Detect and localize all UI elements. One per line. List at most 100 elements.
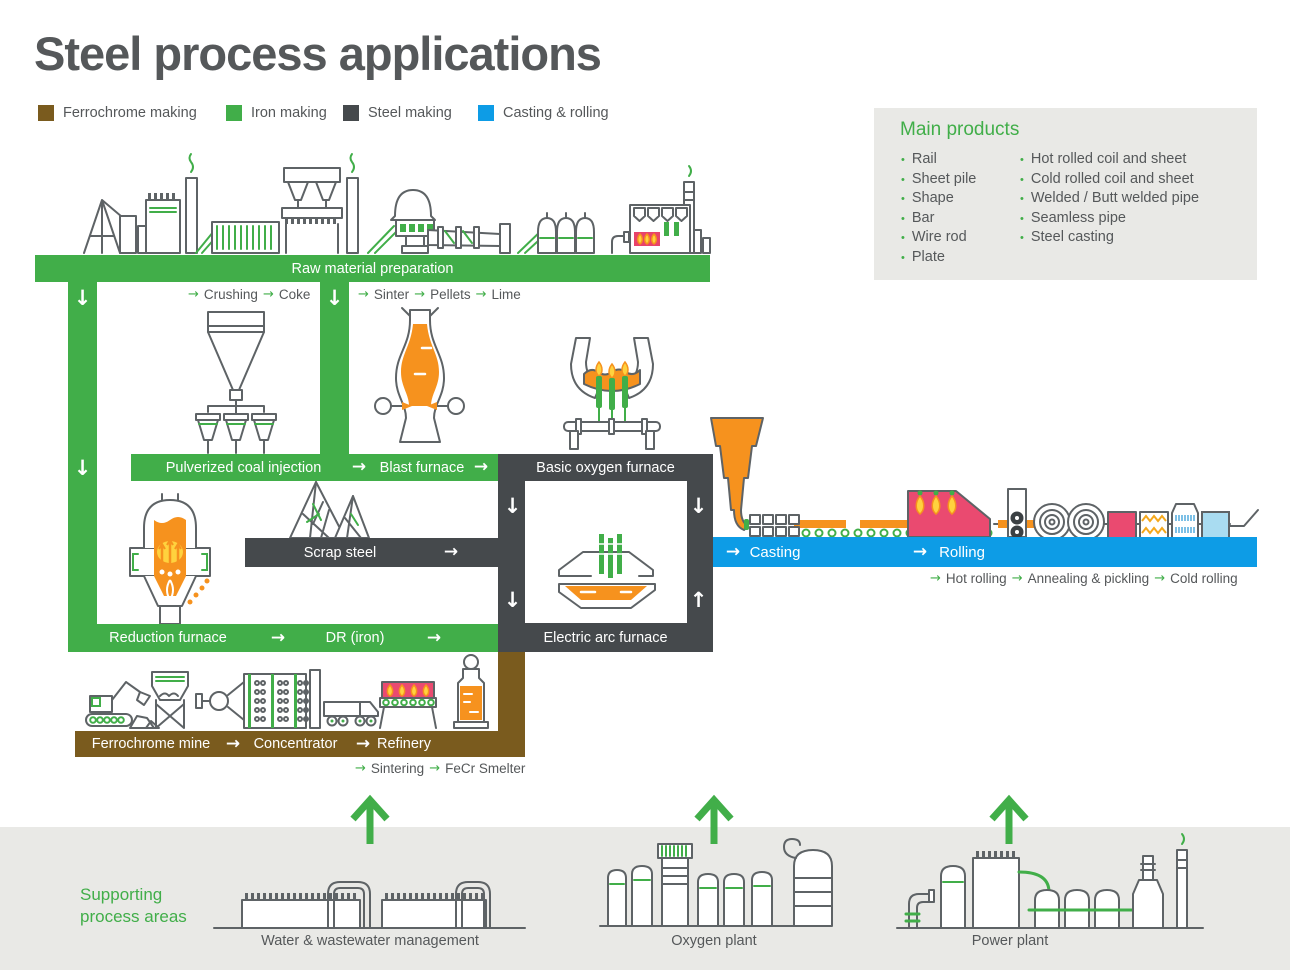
product-item: •Bar: [901, 209, 976, 229]
water-wastewater-illustration: [213, 881, 526, 929]
bof-label: Basic oxygen furnace: [536, 459, 675, 476]
reduction-furnace-icon: [129, 493, 211, 625]
arrow-right-icon: →: [930, 571, 941, 586]
pulverized-coal-injection-icon: [195, 311, 277, 454]
arrow-right-icon: →: [262, 287, 274, 302]
raw-material-skyline-illustration: [83, 153, 711, 254]
bullet-icon: •: [901, 251, 905, 264]
arrow-right-icon: →: [443, 542, 459, 562]
bullet-icon: •: [1020, 232, 1024, 245]
legend-item-steel: Steel making: [343, 105, 452, 121]
reduction-furnace-label: Reduction furnace: [109, 630, 227, 646]
electric-arc-furnace-icon: [558, 534, 656, 609]
arrow-right-icon: →: [429, 761, 441, 776]
ferrochrome-mine-label: Ferrochrome mine: [91, 736, 211, 752]
main-products-column-2: •Hot rolled coil and sheet •Cold rolled …: [1020, 150, 1199, 248]
reduction-dr-bar: Reduction furnace → DR (iron) →: [68, 624, 498, 652]
ferrochrome-connector-strip: [498, 652, 525, 732]
pci-blast-furnace-bar: Pulverized coal injection → Blast furnac…: [131, 454, 498, 481]
casting-rolling-line-illustration: [710, 417, 1259, 541]
up-arrow-power: [989, 794, 1029, 844]
legend-swatch-steel: [343, 105, 359, 121]
oxygen-plant-label: Oxygen plant: [671, 933, 757, 949]
page-title: Steel process applications: [34, 27, 602, 80]
arrow-right-icon: →: [355, 733, 371, 754]
legend-item-iron: Iron making: [226, 105, 327, 121]
concentrator-label: Concentrator: [253, 736, 338, 752]
legend-label: Casting & rolling: [503, 105, 609, 121]
oxygen-plant-illustration: [599, 838, 833, 927]
step-label: Sintering: [370, 761, 425, 776]
product-item: •Hot rolled coil and sheet: [1020, 150, 1199, 170]
product-item: •Sheet pile: [901, 170, 976, 190]
bullet-icon: •: [1020, 173, 1024, 186]
legend-label: Steel making: [368, 105, 452, 121]
bullet-icon: •: [901, 212, 905, 225]
smelter-steps: → Sintering → FeCr Smelter: [355, 761, 525, 776]
step-label: Cold rolling: [1170, 571, 1238, 586]
raw-material-preparation-bar: Raw material preparation: [35, 255, 710, 282]
arrow-down-icon: ↓: [503, 494, 522, 518]
arrow-down-icon: ↓: [503, 588, 522, 612]
arrow-right-icon: →: [473, 457, 489, 477]
step-label: Hot rolling: [945, 571, 1007, 586]
blast-furnace-label: Blast furnace: [379, 459, 465, 476]
legend-swatch-casting: [478, 105, 494, 121]
ferrochrome-facilities-illustration: [85, 654, 489, 729]
supporting-title-line1: Supporting: [80, 885, 163, 904]
arrow-down-icon: ↓: [73, 286, 92, 310]
bullet-icon: •: [1020, 193, 1024, 206]
eaf-label: Electric arc furnace: [543, 629, 668, 646]
main-products-column-1: •Rail •Sheet pile •Shape •Bar •Wire rod …: [901, 150, 976, 268]
bullet-icon: •: [901, 173, 905, 186]
arrow-right-icon: →: [188, 287, 199, 302]
main-products-title: Main products: [900, 119, 1020, 140]
arrow-right-icon: →: [351, 457, 367, 477]
raw-material-preparation-label: Raw material preparation: [291, 260, 454, 277]
scrap-steel-label: Scrap steel: [303, 544, 377, 561]
up-arrow-water: [350, 794, 390, 844]
sinter-steps: → Sinter → Pellets → Lime: [358, 287, 521, 302]
main-products-panel: Main products •Rail •Sheet pile •Shape •…: [874, 108, 1257, 280]
legend-label: Ferrochrome making: [63, 105, 197, 121]
step-label: Pellets: [430, 287, 471, 302]
arrow-down-icon: ↓: [689, 494, 708, 518]
product-item: •Plate: [901, 248, 976, 268]
refinery-label: Refinery: [377, 736, 431, 752]
legend-swatch-iron: [226, 105, 242, 121]
water-wastewater-label: Water & wastewater management: [261, 933, 479, 949]
blast-furnace-icon: [374, 307, 465, 443]
arrow-right-icon: →: [475, 287, 487, 302]
bullet-icon: •: [901, 193, 905, 206]
iron-flow-strip-left: ↓ ↓: [68, 282, 97, 624]
iron-flow-strip-center: ↓: [320, 282, 349, 454]
bullet-icon: •: [1020, 212, 1024, 225]
arrow-down-icon: ↓: [325, 286, 344, 310]
power-plant-label: Power plant: [971, 933, 1049, 949]
arrow-down-icon: ↓: [73, 456, 92, 480]
basic-oxygen-furnace-icon: [563, 337, 661, 450]
step-label: Lime: [491, 287, 521, 302]
arrow-right-icon: →: [912, 541, 928, 562]
product-item: •Cold rolled coil and sheet: [1020, 170, 1199, 190]
dr-iron-label: DR (iron): [325, 630, 385, 646]
product-item: •Wire rod: [901, 228, 976, 248]
arrow-right-icon: →: [358, 287, 369, 302]
arrow-up-icon: ↑: [689, 588, 708, 612]
scrap-steel-icon: [289, 481, 370, 539]
arrow-right-icon: →: [1011, 571, 1023, 586]
step-label: FeCr Smelter: [445, 761, 526, 776]
step-label: Annealing & pickling: [1027, 571, 1150, 586]
product-item: •Seamless pipe: [1020, 209, 1199, 229]
arrow-right-icon: →: [1154, 571, 1166, 586]
crushing-steps: → Crushing → Coke: [188, 287, 310, 302]
casting-rolling-bar: → Casting → Rolling: [713, 537, 1257, 567]
legend-swatch-ferrochrome: [38, 105, 54, 121]
arrow-right-icon: →: [225, 733, 241, 754]
supporting-title-line2: process areas: [80, 907, 187, 926]
arrow-right-icon: →: [270, 627, 286, 648]
bullet-icon: •: [901, 154, 905, 166]
product-item: •Steel casting: [1020, 228, 1199, 248]
up-arrow-oxygen: [694, 794, 734, 844]
